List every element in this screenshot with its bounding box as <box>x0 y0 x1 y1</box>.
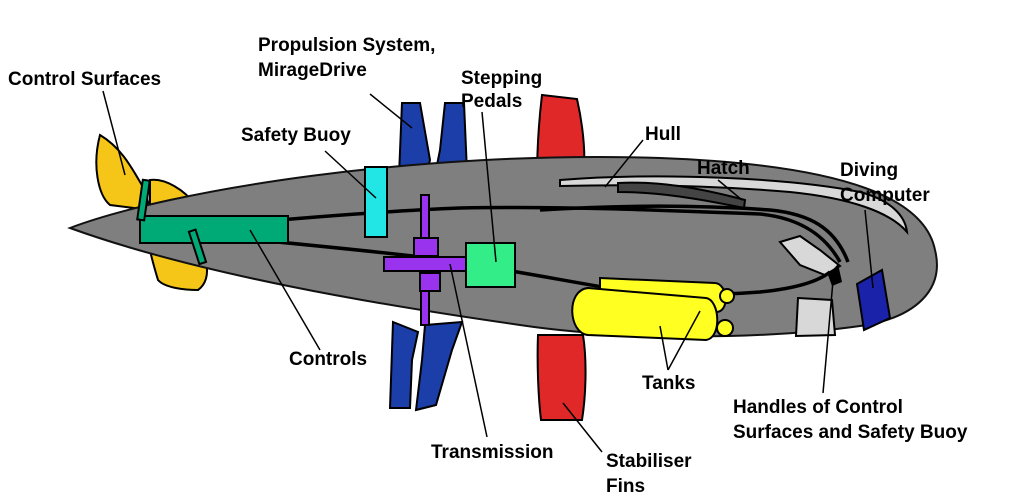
label-propulsion-system-line1: Propulsion System, <box>258 35 435 56</box>
tanks <box>571 276 735 342</box>
propulsion-fin-lower-left <box>388 320 420 409</box>
label-stabiliser-fins-line2: Fins <box>606 476 645 497</box>
control-rod-lower <box>187 228 208 266</box>
window-lower <box>794 296 837 338</box>
label-diving-computer-line2: Computer <box>840 185 930 206</box>
handles <box>828 264 842 286</box>
control-rod-upper <box>136 178 151 222</box>
label-safety-buoy: Safety Buoy <box>241 125 351 146</box>
label-control-surfaces: Control Surfaces <box>8 69 161 90</box>
label-diving-computer-line1: Diving <box>840 160 898 181</box>
window-upper <box>778 234 842 277</box>
label-handles-line1: Handles of Control <box>733 397 903 418</box>
propulsion-fin-lower-right <box>414 320 464 412</box>
stabiliser-fin-lower <box>536 334 587 421</box>
safety-buoy <box>364 166 388 238</box>
hull-upper-band <box>559 175 909 236</box>
label-handles-line2: Surfaces and Safety Buoy <box>733 422 968 443</box>
label-controls: Controls <box>289 349 367 370</box>
label-tanks: Tanks <box>642 373 696 394</box>
label-stabiliser-fins-line1: Stabiliser <box>606 451 692 472</box>
label-hull: Hull <box>645 124 681 145</box>
leader-lines <box>102 90 874 453</box>
controls-panel <box>139 215 289 244</box>
transmission <box>383 194 467 326</box>
label-stepping-pedals-line2: Pedals <box>461 91 522 112</box>
label-transmission: Transmission <box>431 442 554 463</box>
diving-computer <box>855 268 892 332</box>
label-hatch: Hatch <box>697 158 750 179</box>
stepping-pedals <box>465 242 516 288</box>
label-stepping-pedals-line1: Stepping <box>461 68 542 89</box>
label-propulsion-system-line2: MirageDrive <box>258 60 367 81</box>
